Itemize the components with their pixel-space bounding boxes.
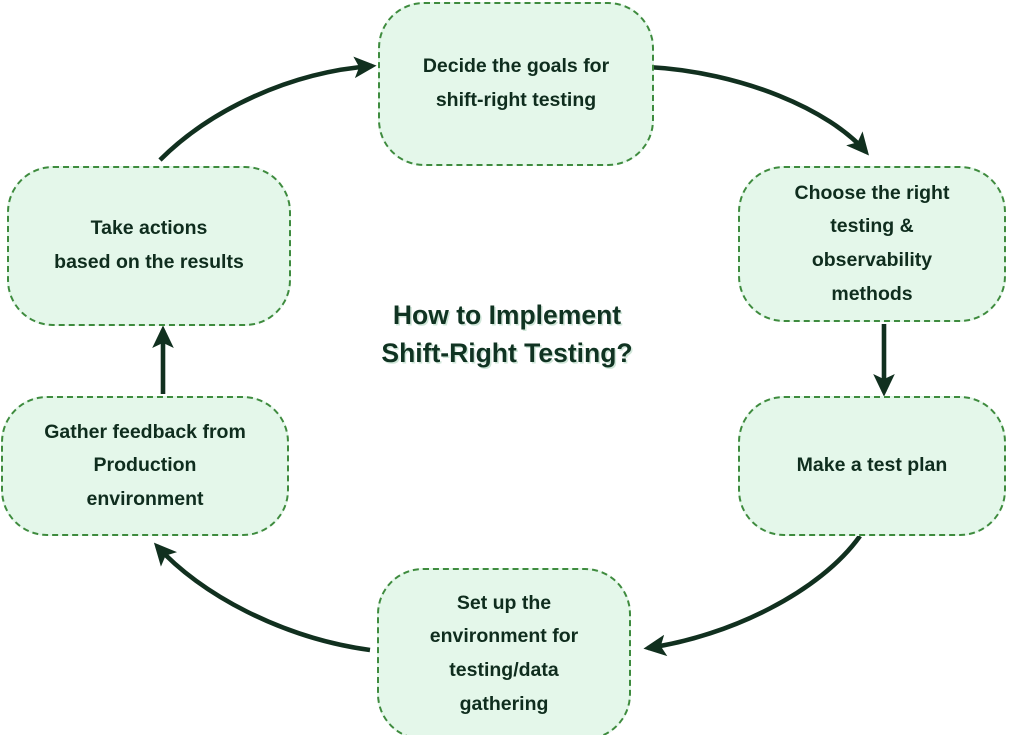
edge-goals-to-methods xyxy=(647,64,869,156)
node-decide-goals[interactable]: Decide the goals for shift-right testing xyxy=(378,2,654,166)
edge-test-plan-to-environment xyxy=(643,534,862,657)
node-make-test-plan[interactable]: Make a test plan xyxy=(738,396,1006,536)
node-setup-environment[interactable]: Set up the environment for testing/data … xyxy=(377,568,631,735)
node-gather-feedback[interactable]: Gather feedback from Production environm… xyxy=(1,396,289,536)
node-label: Set up the environment for testing/data … xyxy=(429,591,579,715)
node-label: Take actions based on the results xyxy=(54,217,244,273)
edge-environment-to-feedback xyxy=(153,542,371,653)
node-label: Choose the right testing & observability… xyxy=(794,181,950,305)
node-label: Make a test plan xyxy=(796,454,948,477)
node-take-actions[interactable]: Take actions based on the results xyxy=(7,166,291,326)
node-label: Decide the goals for shift-right testing xyxy=(422,55,610,111)
node-choose-methods[interactable]: Choose the right testing & observability… xyxy=(738,166,1006,322)
diagram-title: How to Implement Shift-Right Testing? xyxy=(381,300,633,369)
node-label: Gather feedback from Production environm… xyxy=(44,420,246,510)
edge-actions-to-goals xyxy=(158,56,377,162)
